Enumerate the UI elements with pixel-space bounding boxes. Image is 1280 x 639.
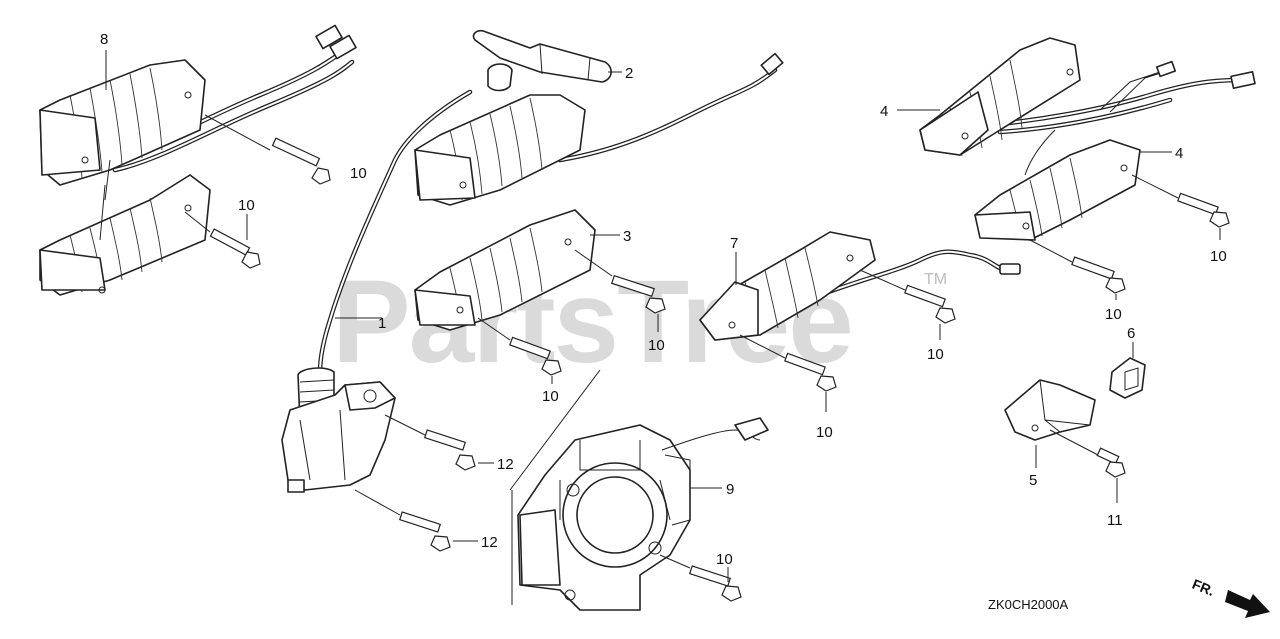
callout-2: 2 bbox=[625, 65, 633, 82]
part-4-coil-lower bbox=[974, 129, 1141, 241]
bolt-10-center-right bbox=[574, 249, 666, 332]
part-7-coil bbox=[699, 231, 1021, 341]
bolt-12-bottom bbox=[354, 489, 478, 552]
callout-9: 9 bbox=[726, 481, 734, 498]
watermark-trademark: TM bbox=[924, 271, 947, 288]
part-4-coil-upper bbox=[919, 37, 1256, 157]
bolt-10-coil7-right bbox=[859, 269, 956, 340]
bolt-10-bottom bbox=[659, 554, 742, 602]
callout-3: 3 bbox=[623, 228, 631, 245]
part-6-clip bbox=[1109, 357, 1146, 399]
callout-10-center: 10 bbox=[542, 388, 559, 405]
callout-10-mid: 10 bbox=[648, 337, 665, 354]
callout-6: 6 bbox=[1127, 325, 1135, 342]
callout-12-bottom: 12 bbox=[481, 534, 498, 551]
bolt-10-upper-left bbox=[204, 114, 331, 185]
bolt-12-top bbox=[384, 414, 494, 471]
part-8-coil-pair bbox=[39, 24, 357, 296]
front-label: FR. bbox=[1190, 576, 1217, 599]
bolt-10-right bbox=[1029, 239, 1126, 300]
callout-10-right: 10 bbox=[1105, 306, 1122, 323]
part-3-coil bbox=[414, 209, 596, 331]
front-arrow-icon bbox=[1225, 590, 1270, 618]
callout-10-coil7: 10 bbox=[927, 346, 944, 363]
front-direction-indicator: FR. bbox=[1190, 576, 1270, 618]
callout-10-bottom: 10 bbox=[716, 551, 733, 568]
callout-5: 5 bbox=[1029, 472, 1037, 489]
callout-8: 8 bbox=[100, 31, 108, 48]
part-5-bracket bbox=[1004, 379, 1096, 441]
callout-10-right-lower: 10 bbox=[816, 424, 833, 441]
bolt-10-lower-left bbox=[184, 211, 261, 269]
bolt-10-center-low bbox=[477, 317, 562, 384]
callout-1: 1 bbox=[378, 315, 386, 332]
callout-11: 11 bbox=[1107, 512, 1123, 529]
callout-4-upper: 4 bbox=[880, 103, 888, 120]
callout-10-wire-left: 10 bbox=[350, 165, 367, 182]
bolt-10-far-right bbox=[1131, 174, 1230, 240]
part-9-stator-housing bbox=[509, 369, 769, 611]
part-1-ignition-coil bbox=[281, 89, 473, 493]
callout-4-lower: 4 bbox=[1175, 145, 1183, 162]
bolt-11 bbox=[1049, 429, 1126, 503]
callout-7: 7 bbox=[730, 235, 738, 252]
callout-10-left: 10 bbox=[238, 197, 255, 214]
callout-12-top: 12 bbox=[497, 456, 514, 473]
part-2-plug-cap bbox=[472, 29, 612, 92]
callout-10-far-right: 10 bbox=[1210, 248, 1227, 265]
diagram-code: ZK0CH2000A bbox=[988, 597, 1069, 612]
coil-top-center bbox=[414, 52, 784, 206]
bolt-10-coil7-low bbox=[739, 334, 837, 412]
